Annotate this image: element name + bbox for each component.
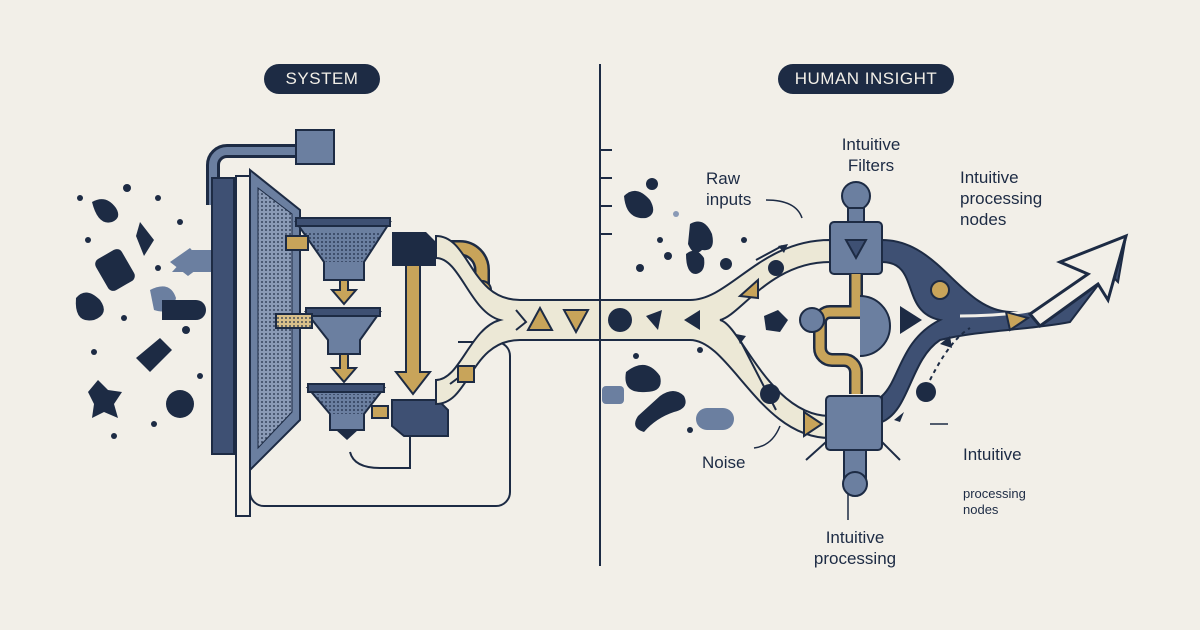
machine-frame [211, 177, 235, 455]
tri-up [526, 305, 554, 331]
divider-ticks [600, 149, 612, 235]
human-insight-header: HUMAN INSIGHT [778, 64, 954, 94]
intuitive-processing-nodes-label-bottom: Intuitive processing nodes [963, 423, 1026, 539]
tri-down [562, 309, 590, 335]
output-block-top [392, 232, 436, 266]
node-mid [799, 307, 825, 333]
filter-box-bottom [825, 395, 883, 451]
flow-arrows-down [329, 279, 359, 384]
raw-inputs-leader [765, 199, 803, 219]
output-block-bottom [391, 399, 449, 437]
intuitive-filters-label: Intuitive Filters [841, 135, 901, 175]
raw-particles-right [602, 178, 747, 433]
nodes-bottom-line1: Intuitive [963, 445, 1022, 464]
funnel-3 [305, 383, 387, 440]
feed-box [295, 129, 335, 165]
funnel-1 [294, 217, 392, 281]
system-output-stream [435, 234, 601, 406]
nodes-bottom-line2: processing nodes [963, 486, 1026, 517]
dot-in-stream [608, 308, 632, 332]
raw-inputs-label: Raw inputs [706, 169, 752, 209]
gold-connector [813, 274, 863, 394]
big-output-arrow [1027, 233, 1129, 329]
noise-label: Noise [702, 453, 746, 472]
noise-leader [753, 425, 781, 449]
funnel-2 [303, 307, 382, 355]
filter-head [841, 181, 871, 211]
slate-pill [696, 408, 734, 430]
intuitive-processing-label: Intuitive processing [813, 528, 897, 568]
rod-1 [285, 235, 309, 251]
node-gold-top [930, 280, 950, 300]
system-header: SYSTEM [264, 64, 380, 94]
slate-chip [172, 250, 212, 272]
return-loop [249, 341, 511, 507]
intuitive-processing-nodes-label-top: Intuitive processing nodes [960, 168, 1043, 229]
return-arrow [393, 261, 433, 396]
raw-particles-left [75, 184, 206, 439]
